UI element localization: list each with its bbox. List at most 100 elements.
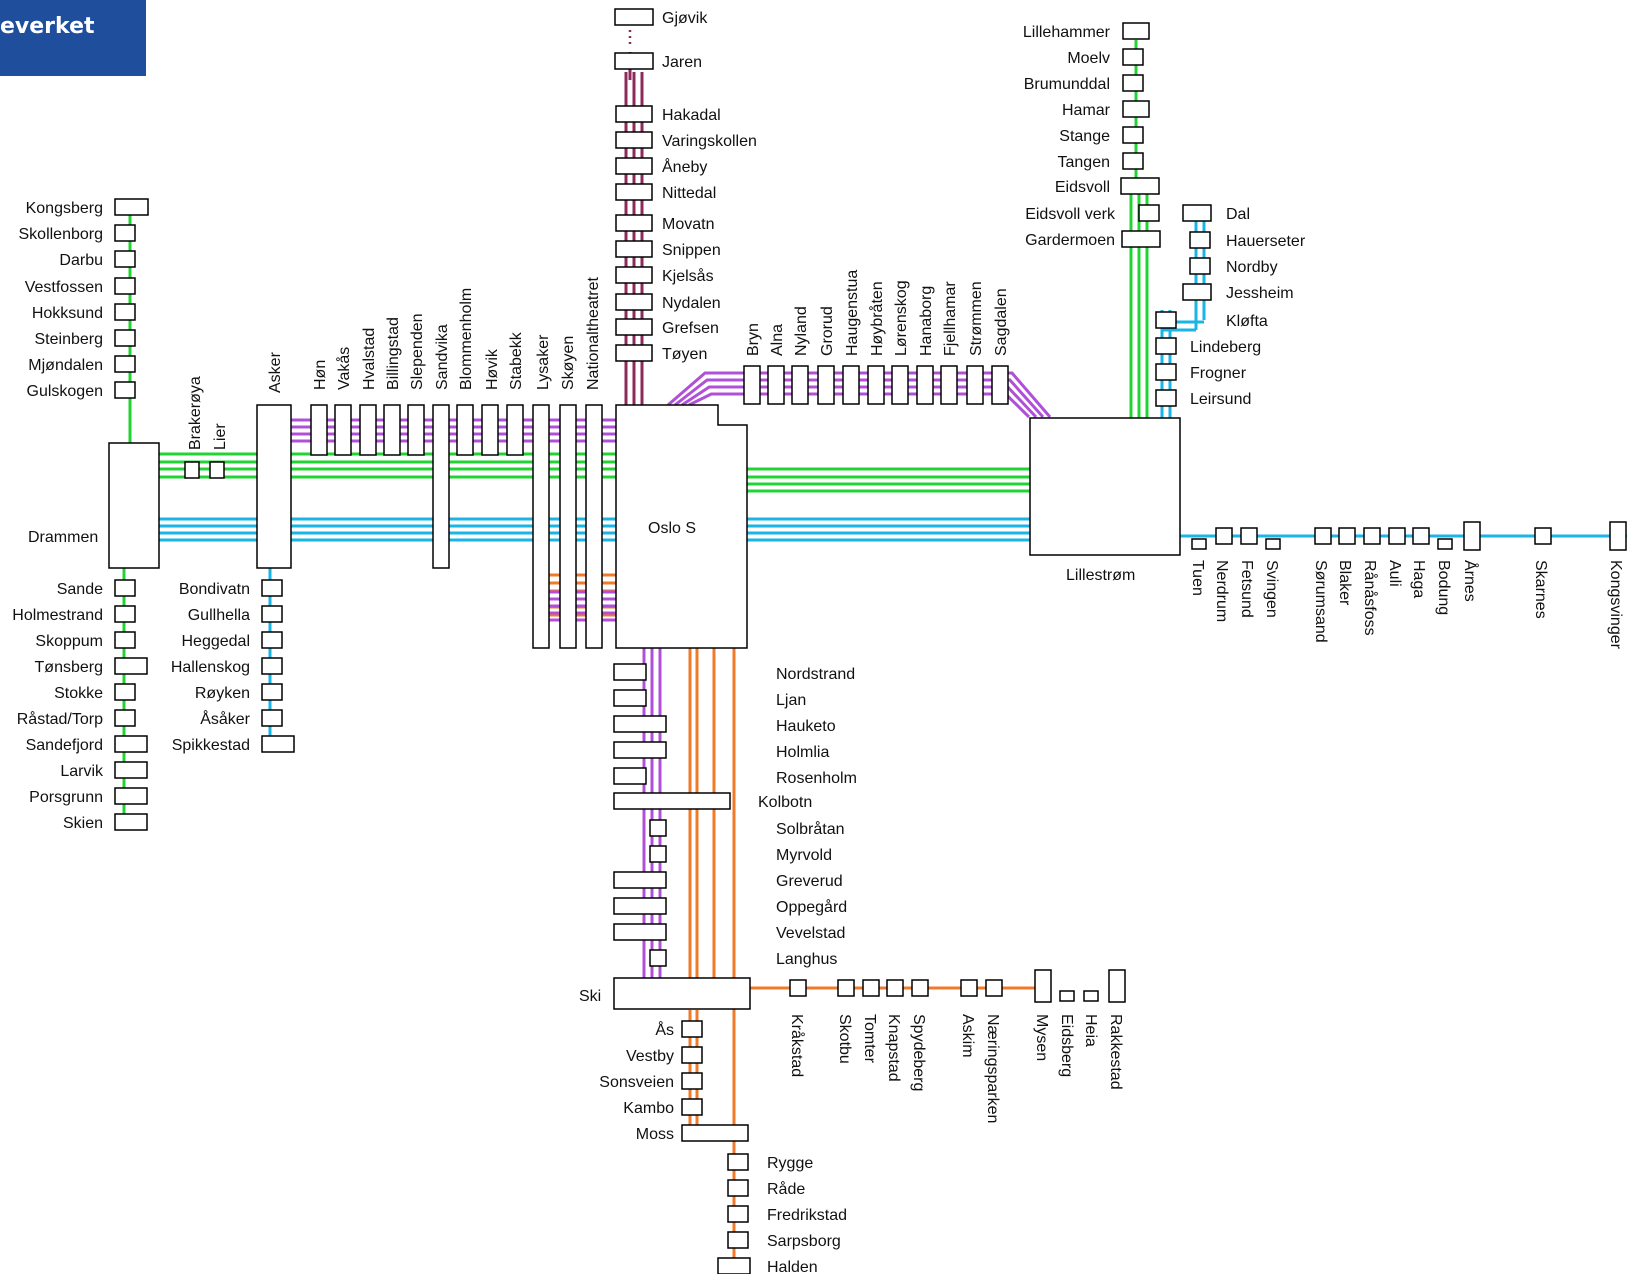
station-box-lindeberg[interactable] [1155,337,1177,355]
station-box-skarnes[interactable] [1534,527,1552,545]
station-box-darbu[interactable] [114,250,136,268]
station-box-heia[interactable] [1083,990,1099,1002]
station-box-hallenskog[interactable] [261,657,283,675]
station-box-grorud[interactable] [817,365,835,405]
station-box-stokke[interactable] [114,683,136,701]
station-box-nydalen[interactable] [615,293,653,311]
station-box-tonsberg[interactable] [114,657,148,675]
station-box-holmlia[interactable] [613,741,667,759]
station-box-ranasfoss[interactable] [1363,527,1381,545]
station-box-haugenstua[interactable] [842,365,860,405]
station-box-moss[interactable] [681,1124,749,1142]
station-box-nordstrand[interactable] [613,663,647,681]
station-box-brakeroya[interactable] [184,461,200,479]
station-box-skoyen[interactable] [559,404,577,649]
station-box-sandefjord[interactable] [114,735,148,753]
station-box-sonsveien[interactable] [681,1072,703,1090]
station-box-vestfossen[interactable] [114,277,136,295]
station-box-slependen[interactable] [407,404,425,456]
station-box-myrvold[interactable] [649,845,667,863]
station-box-oslo-s[interactable] [615,404,748,649]
station-box-haga[interactable] [1412,527,1430,545]
station-box-ski[interactable] [613,977,751,1010]
station-box-vevelstad[interactable] [613,923,667,941]
station-box-frogner[interactable] [1155,363,1177,381]
station-box-hakadal[interactable] [615,105,653,123]
station-box-kambo[interactable] [681,1098,703,1116]
station-box-stange[interactable] [1122,126,1144,144]
station-box-lorenskog[interactable] [891,365,909,405]
station-box-asaker[interactable] [261,709,283,727]
station-box-sandvika[interactable] [432,404,450,569]
station-box-kjelsas[interactable] [615,266,653,284]
station-box-tuen[interactable] [1191,538,1207,550]
station-box-svingen[interactable] [1265,538,1281,550]
station-box-rade[interactable] [727,1179,749,1197]
station-box-larvik[interactable] [114,761,148,779]
station-box-hamar[interactable] [1122,100,1150,118]
station-box-langhus[interactable] [649,949,667,967]
station-box-skien[interactable] [114,813,148,831]
station-box-skotbu[interactable] [837,979,855,997]
station-box-jessheim[interactable] [1182,283,1212,301]
station-box-nordby[interactable] [1189,257,1211,275]
station-box-hovik[interactable] [481,404,499,456]
station-box-steinberg[interactable] [114,329,136,347]
station-box-porsgrunn[interactable] [114,787,148,805]
station-box-sorumsand[interactable] [1314,527,1332,545]
station-box-eidsvoll[interactable] [1120,177,1160,195]
station-box-arnes[interactable] [1463,521,1481,551]
station-box-eidsvoll-verk[interactable] [1138,204,1160,222]
station-box-strommen[interactable] [966,365,984,405]
station-box-moelv[interactable] [1122,48,1144,66]
station-box-tomter[interactable] [862,979,880,997]
station-box-hokksund[interactable] [114,303,136,321]
station-box-hoybraten[interactable] [867,365,885,405]
station-box-aneby[interactable] [615,157,653,175]
station-box-kolbotn[interactable] [613,792,731,810]
station-box-halden[interactable] [717,1257,751,1274]
station-box-spydeberg[interactable] [911,979,929,997]
station-box-nerdrum[interactable] [1215,527,1233,545]
station-box-billingstad[interactable] [383,404,401,456]
station-box-movatn[interactable] [615,214,653,232]
station-box-holmestrand[interactable] [114,605,136,623]
station-box-royken[interactable] [261,683,283,701]
station-box-gullhella[interactable] [261,605,283,623]
station-box-hauerseter[interactable] [1189,231,1211,249]
station-box-brumunddal[interactable] [1122,74,1144,92]
station-box-kongsvinger[interactable] [1609,521,1627,551]
station-box-spikkestad[interactable] [261,735,295,753]
station-box-lillestrom[interactable] [1029,417,1181,556]
station-box-leirsund[interactable] [1155,389,1177,407]
station-box-heggedal[interactable] [261,631,283,649]
station-box-krakstad[interactable] [789,979,807,997]
station-box-rakkestad[interactable] [1108,969,1126,1003]
station-box-tangen[interactable] [1122,152,1144,170]
station-box-nyland[interactable] [791,365,809,405]
station-box-mysen[interactable] [1034,969,1052,1003]
station-box-gjovik[interactable] [614,8,654,26]
station-box-askim[interactable] [960,979,978,997]
station-box-stabekk[interactable] [506,404,524,456]
station-box-as[interactable] [681,1020,703,1038]
station-box-jaren[interactable] [614,52,654,70]
station-box-blaker[interactable] [1338,527,1356,545]
station-box-sarpsborg[interactable] [727,1231,749,1249]
station-box-nationaltheatret[interactable] [585,404,603,649]
station-box-varingskollen[interactable] [615,131,653,149]
station-box-fetsund[interactable] [1240,527,1258,545]
station-box-mjondalen[interactable] [114,355,136,373]
station-box-fjellhamar[interactable] [940,365,958,405]
station-box-gulskogen[interactable] [114,381,136,399]
station-box-nittedal[interactable] [615,183,653,201]
station-box-kongsberg[interactable] [114,198,149,216]
station-box-sande[interactable] [114,579,136,597]
station-box-solbratan[interactable] [649,819,667,837]
station-box-eidsberg[interactable] [1059,990,1075,1002]
station-box-vestby[interactable] [681,1046,703,1064]
station-box-skoppum[interactable] [114,631,136,649]
station-box-lier[interactable] [209,461,225,479]
station-box-klofta[interactable] [1155,311,1177,329]
station-box-vakas[interactable] [334,404,352,456]
